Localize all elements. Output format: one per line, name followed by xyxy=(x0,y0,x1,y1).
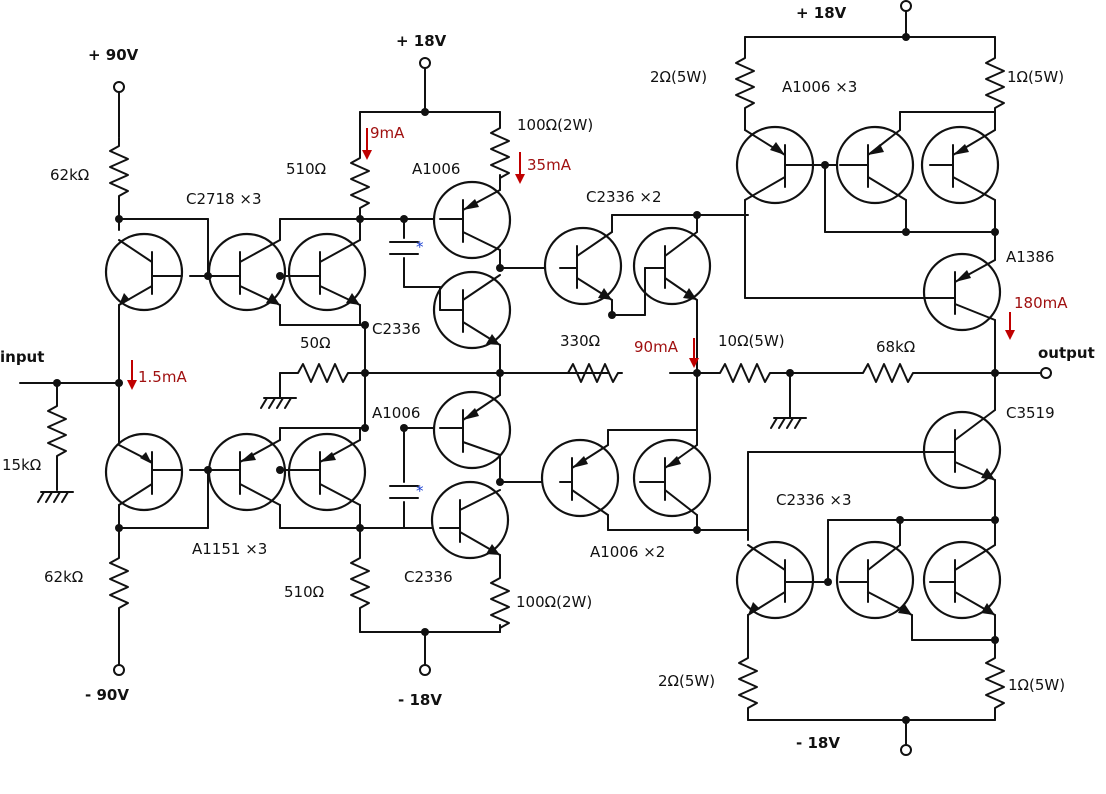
transistor-a1386 xyxy=(922,252,1002,332)
label-r1-bottom: 1Ω(5W) xyxy=(1008,676,1065,694)
resistor-62k-top xyxy=(109,137,129,201)
terminals xyxy=(113,0,1052,756)
current-35ma: 35mA xyxy=(527,156,572,174)
label-neg18-right: - 18V xyxy=(796,734,840,752)
resistor-68k xyxy=(854,363,918,383)
current-arrows xyxy=(127,128,1015,390)
ground-symbol-10 xyxy=(770,417,807,429)
label-a1006x2: A1006 ×2 xyxy=(590,543,665,561)
label-c2336-top: C2336 xyxy=(372,320,421,338)
capacitor-bottom: * xyxy=(389,482,424,500)
resistor-1-top xyxy=(985,49,1005,113)
label-neg90: - 90V xyxy=(85,686,129,704)
resistor-15k xyxy=(47,397,67,461)
label-c2336x3: C2336 ×3 xyxy=(776,491,852,509)
transistor-a1006x2-1 xyxy=(540,438,620,518)
labels: + 90V - 90V + 18V - 18V + 18V - 18V inpu… xyxy=(0,4,1095,752)
transistor-c2336-bottom xyxy=(430,480,510,560)
terminal-pos18-right xyxy=(900,0,912,12)
transistors xyxy=(104,125,1002,620)
terminal-output xyxy=(1040,367,1052,379)
label-pos90: + 90V xyxy=(88,46,139,64)
transistor-c3519 xyxy=(922,409,1002,490)
transistor-c2336x3-3 xyxy=(922,540,1002,620)
label-r2-bottom: 2Ω(5W) xyxy=(658,672,715,690)
transistor-a1151-1 xyxy=(104,432,184,512)
label-pos18-left: + 18V xyxy=(396,32,447,50)
label-r68k: 68kΩ xyxy=(876,338,915,356)
ground-symbol-50 xyxy=(260,397,297,409)
label-c2336-bottom: C2336 xyxy=(404,568,453,586)
label-c2718: C2718 ×3 xyxy=(186,190,262,208)
label-input: input xyxy=(0,348,44,366)
terminal-pos90 xyxy=(113,81,125,93)
transistor-a1006x3-2 xyxy=(835,125,915,205)
transistor-c2336x2-2 xyxy=(632,226,712,316)
transistor-a1006-top xyxy=(432,180,512,260)
label-r62k-top: 62kΩ xyxy=(50,166,89,184)
capacitor-top: * xyxy=(389,238,424,256)
terminal-pos18-left xyxy=(419,57,431,69)
transistor-a1006x2-2 xyxy=(632,438,712,518)
transistor-a1006x3-1 xyxy=(735,125,826,205)
label-a1006-top: A1006 xyxy=(412,160,460,178)
resistor-1-bottom xyxy=(985,649,1005,713)
transistor-c2718-1 xyxy=(104,232,184,312)
current-90ma: 90mA xyxy=(634,338,679,356)
label-r50: 50Ω xyxy=(300,334,331,352)
transistor-a1006x3-3 xyxy=(920,125,1000,205)
label-pos18-right: + 18V xyxy=(796,4,847,22)
resistor-100-bottom xyxy=(490,569,510,633)
label-neg18-left: - 18V xyxy=(398,691,442,709)
label-output: output xyxy=(1038,344,1095,362)
resistor-50 xyxy=(289,363,353,383)
capacitors: * * xyxy=(389,238,424,500)
label-a1386: A1386 xyxy=(1006,248,1054,266)
label-r10: 10Ω(5W) xyxy=(718,332,785,350)
label-r510-bottom: 510Ω xyxy=(284,583,324,601)
transistor-a1006-mid xyxy=(432,390,512,470)
transistor-c2718-3 xyxy=(279,232,367,312)
label-r2-top: 2Ω(5W) xyxy=(650,68,707,86)
resistor-510-top xyxy=(350,149,370,213)
polarity-mark-top: * xyxy=(416,238,424,256)
resistor-10 xyxy=(711,363,775,383)
current-180ma: 180mA xyxy=(1014,294,1068,312)
ground-symbol-input xyxy=(37,491,74,503)
label-c3519: C3519 xyxy=(1006,404,1055,422)
resistor-100-top xyxy=(490,119,510,183)
transistor-a1151-2 xyxy=(207,432,287,512)
junctions xyxy=(53,33,999,724)
label-r62k-bottom: 62kΩ xyxy=(44,568,83,586)
current-1-5ma: 1.5mA xyxy=(138,368,187,386)
label-a1151: A1151 ×3 xyxy=(192,540,267,558)
terminal-neg18-left xyxy=(419,664,431,676)
wires xyxy=(19,9,1041,746)
terminal-neg90 xyxy=(113,664,125,676)
label-r15k: 15kΩ xyxy=(2,456,41,474)
transistor-c2718-2 xyxy=(207,232,287,312)
label-r100-bottom: 100Ω(2W) xyxy=(516,593,592,611)
transistor-c2336x3-2 xyxy=(835,540,915,620)
label-r330: 330Ω xyxy=(560,332,600,350)
label-r100-top: 100Ω(2W) xyxy=(517,116,593,134)
resistor-62k-bottom xyxy=(109,549,129,613)
resistor-510-bottom xyxy=(350,549,370,613)
label-a1006x3: A1006 ×3 xyxy=(782,78,857,96)
current-9ma: 9mA xyxy=(370,124,405,142)
polarity-mark-bottom: * xyxy=(416,482,424,500)
label-c2336x2: C2336 ×2 xyxy=(586,188,662,206)
terminal-neg18-right xyxy=(900,744,912,756)
transistor-c2336x3-1 xyxy=(735,540,829,620)
transistor-c2336x2-1 xyxy=(543,226,623,306)
label-r510-top: 510Ω xyxy=(286,160,326,178)
transistor-c2336-top xyxy=(432,270,512,350)
resistor-2-top xyxy=(735,49,755,113)
transistor-a1151-3 xyxy=(279,432,367,512)
label-a1006-mid: A1006 xyxy=(372,404,420,422)
resistor-2-bottom xyxy=(738,649,758,713)
label-r1-top: 1Ω(5W) xyxy=(1007,68,1064,86)
